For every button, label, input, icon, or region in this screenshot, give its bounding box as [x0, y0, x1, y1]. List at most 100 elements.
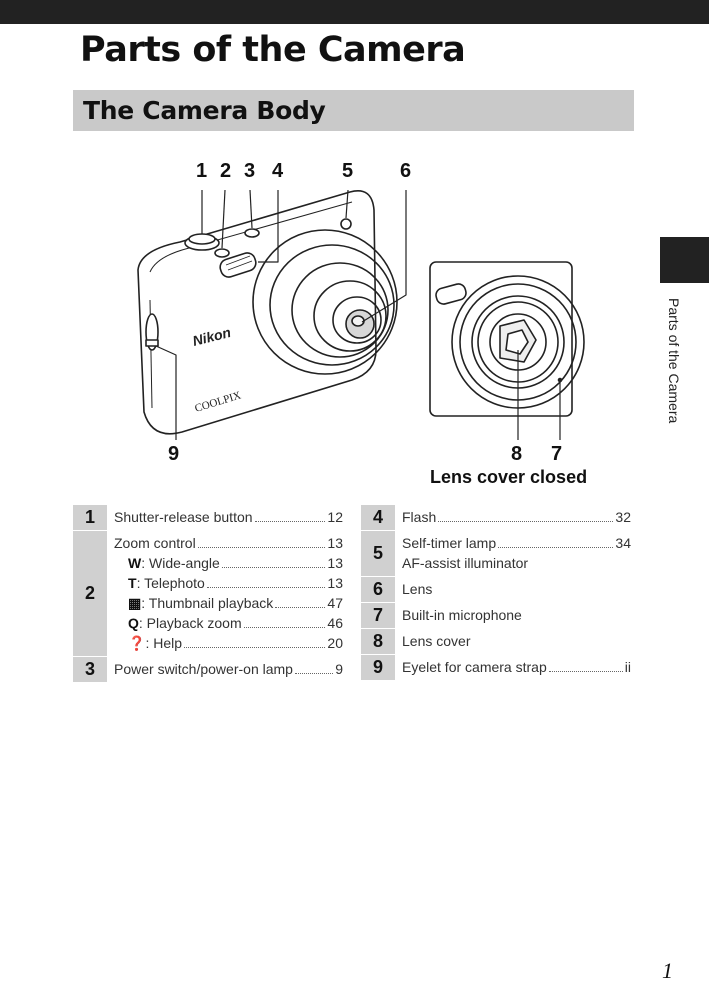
- part-line: ▦: Thumbnail playback 47: [114, 593, 343, 613]
- part-line: Flash 32: [402, 507, 631, 527]
- leader-dots: [206, 573, 326, 588]
- leader-dots: [498, 533, 614, 548]
- lens-barrel: [252, 229, 398, 375]
- part-description: Lens cover: [395, 629, 631, 654]
- page-reference: 13: [327, 535, 343, 551]
- callout-6: 6: [400, 160, 412, 182]
- page-reference: 13: [327, 575, 343, 591]
- part-line: Eyelet for camera strap ii: [402, 657, 631, 677]
- parts-table-left: 1 Shutter-release button 12 2 Zoom control 13…: [73, 505, 343, 683]
- part-label: Zoom control: [114, 535, 196, 551]
- top-bar: [0, 0, 709, 24]
- part-number: 2: [73, 531, 107, 656]
- part-number: 8: [361, 629, 395, 654]
- callout-1: 1: [196, 160, 208, 182]
- callout-9: 9: [168, 443, 180, 465]
- part-row-9: 9 Eyelet for camera strap ii: [361, 655, 631, 681]
- part-description: Zoom control 13 W: Wide-angle 13 T: Telephot…: [107, 531, 343, 656]
- part-number: 6: [361, 577, 395, 602]
- page-title: Parts of the Camera: [80, 30, 466, 70]
- page-reference: 12: [327, 509, 343, 525]
- part-number: 5: [361, 531, 395, 576]
- part-row-7: 7 Built-in microphone: [361, 603, 631, 629]
- part-row-6: 6 Lens: [361, 577, 631, 603]
- self-timer-lamp: [340, 218, 352, 230]
- part-number: 1: [73, 505, 107, 530]
- callout-3: 3: [244, 160, 256, 182]
- zoom-symbol-icon: T: [128, 575, 137, 591]
- part-line: W: Wide-angle 13: [114, 553, 343, 573]
- lens-cover-caption: Lens cover closed: [430, 467, 588, 487]
- leader-dots: [438, 507, 614, 522]
- part-row-2: 2 Zoom control 13 W: Wide-angle 13 T: Telepho…: [73, 531, 343, 657]
- part-line: Lens: [402, 579, 631, 599]
- leader-dots: [254, 507, 326, 522]
- part-label: Self-timer lamp: [402, 535, 497, 551]
- flash-window: [219, 252, 257, 278]
- part-row-8: 8 Lens cover: [361, 629, 631, 655]
- part-label: T: Telephoto: [128, 575, 205, 591]
- part-line: Zoom control 13: [114, 533, 343, 553]
- section-title: The Camera Body: [83, 96, 326, 125]
- part-description: Flash 32: [395, 505, 631, 530]
- part-label: ❓: Help: [128, 635, 183, 651]
- camera-illustration: Nikon COOLPIX: [137, 189, 585, 440]
- part-row-1: 1 Shutter-release button 12: [73, 505, 343, 531]
- part-number: 7: [361, 603, 395, 628]
- part-line: Lens cover: [402, 631, 631, 651]
- zoom-symbol-icon: Q: [128, 615, 139, 631]
- part-label: W: Wide-angle: [128, 555, 220, 571]
- part-line: ❓: Help 20: [114, 633, 343, 653]
- part-number: 3: [73, 657, 107, 682]
- coolpix-logo: COOLPIX: [193, 389, 242, 414]
- part-label: Flash: [402, 509, 437, 525]
- callout-4: 4: [272, 160, 284, 182]
- leader-dots: [184, 633, 326, 648]
- camera-body: [137, 190, 377, 435]
- part-label: Eyelet for camera strap: [402, 659, 547, 675]
- leader-dots: [221, 553, 326, 568]
- part-description: Lens: [395, 577, 631, 602]
- part-line: Q: Playback zoom 46: [114, 613, 343, 633]
- part-label: Power switch/power-on lamp: [114, 661, 293, 677]
- page-reference: 13: [327, 555, 343, 571]
- section-header: The Camera Body: [73, 90, 634, 131]
- part-label: Q: Playback zoom: [128, 615, 242, 631]
- leader-dots: [294, 659, 334, 674]
- zoom-symbol-icon: W: [128, 555, 142, 571]
- callout-8: 8: [511, 443, 523, 465]
- part-description: Built-in microphone: [395, 603, 631, 628]
- page-reference: 32: [615, 509, 631, 525]
- part-description: Shutter-release button 12: [107, 505, 343, 530]
- part-label: Built-in microphone: [402, 607, 522, 623]
- callout-2: 2: [220, 160, 232, 182]
- zoom-symbol-icon: ▦: [128, 595, 142, 611]
- callout-7: 7: [551, 443, 563, 465]
- part-line: Shutter-release button 12: [114, 507, 343, 527]
- page-reference: 20: [327, 635, 343, 651]
- part-label: Shutter-release button: [114, 509, 253, 525]
- page-reference: ii: [624, 659, 631, 675]
- part-line: Built-in microphone: [402, 605, 631, 625]
- part-label: AF-assist illuminator: [402, 555, 529, 571]
- part-label: ▦: Thumbnail playback: [128, 595, 274, 611]
- camera-diagram: Nikon COOLPIX 1 2 3 4 5 6 9 8 7: [120, 150, 600, 495]
- callout-5: 5: [342, 160, 354, 182]
- leader-dots: [197, 533, 326, 548]
- page-reference: 46: [327, 615, 343, 631]
- part-label: Lens cover: [402, 633, 471, 649]
- side-tab-label: Parts of the Camera: [666, 298, 682, 424]
- part-number: 9: [361, 655, 395, 680]
- zoom-symbol-icon: ❓: [128, 635, 146, 651]
- page-reference: 47: [327, 595, 343, 611]
- page-number: 1: [662, 958, 673, 983]
- part-label: Lens: [402, 581, 433, 597]
- leader-dots: [243, 613, 326, 628]
